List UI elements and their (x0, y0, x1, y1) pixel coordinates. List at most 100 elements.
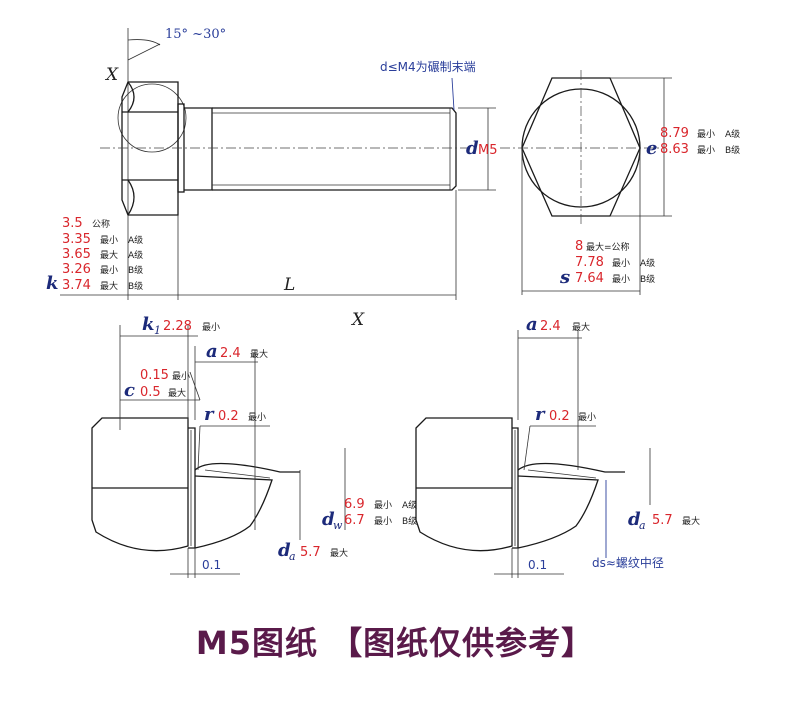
dw-grade-1: A级 (402, 499, 417, 511)
a-left-note: 最大 (250, 348, 268, 360)
head-arc-1 (127, 81, 135, 113)
shank-threaded (212, 107, 457, 191)
end-view: e 8.79 最小 A级 8.63 最小 B级 8 最大=公称 7.78 最小 … (500, 70, 740, 295)
detail-left-thread-line (204, 469, 271, 479)
detail-right: a 2.4 最大 r 0.2 最小 d a 5.7 最大 ds≈螺纹中径 0.1 (415, 314, 700, 578)
k1-note: 最小 (202, 322, 220, 333)
angle-arc (127, 39, 161, 46)
a-left-symbol: a (206, 341, 218, 362)
k1-symbol: k (142, 314, 154, 335)
detail-x-label: X (104, 65, 119, 85)
s-note-3: 最小 (612, 274, 630, 285)
detail-left-collar (188, 427, 196, 549)
k-symbol: k (46, 273, 58, 294)
c-note-1: 最小 (172, 371, 190, 382)
ds-note: ds≈螺纹中径 (592, 555, 664, 570)
shank-unthreaded (184, 107, 213, 191)
da-right-symbol: d (628, 509, 641, 530)
detail-right-head (415, 417, 513, 552)
gap-right-value: 0.1 (528, 558, 547, 572)
c-symbol: c (124, 380, 135, 401)
k-grade-5: B级 (128, 280, 143, 292)
s-value-2: 7.78 (575, 255, 604, 270)
caption: M5图纸 【图纸仅供参考】 (195, 624, 595, 662)
s-value-3: 7.64 (575, 271, 604, 286)
detail-right-thread-line (527, 469, 597, 479)
dw-subscript: w (333, 519, 343, 532)
da-left-symbol: d (278, 540, 291, 561)
da-right-subscript: a (639, 519, 646, 532)
detail-right-fillet (517, 462, 625, 473)
c-value-1: 0.15 (140, 368, 169, 383)
k-note-2: 最小 (100, 235, 118, 246)
r-right-value: 0.2 (549, 409, 570, 424)
k-note-3: 最大 (100, 249, 118, 261)
s-grade-2: A级 (640, 257, 655, 269)
bolt-head (121, 81, 179, 216)
d-value: M5 (478, 143, 498, 158)
dw-note-1: 最小 (374, 500, 392, 511)
k-value-4: 3.26 (62, 262, 91, 277)
da-left-subscript: a (289, 550, 296, 563)
k1-subscript: 1 (154, 324, 161, 337)
s-grade-3: B级 (640, 273, 655, 285)
k-note-5: 最大 (100, 280, 118, 292)
detail-left: k 1 2.28 最小 a 2.4 最大 0.15 最小 c 0.5 最大 r … (91, 314, 417, 578)
detail-left-head (91, 417, 189, 552)
s-note-1: 最大=公称 (586, 241, 630, 253)
detail-left-shank-break (194, 475, 273, 549)
e-grade-1: A级 (725, 128, 740, 140)
s-value-1: 8 (575, 239, 583, 254)
detail-right-shank-break (517, 475, 599, 549)
d-symbol: d (466, 138, 479, 159)
e-symbol: e (646, 138, 657, 159)
dw-symbol: d (322, 509, 335, 530)
s-symbol: s (559, 267, 570, 288)
r-right-note: 最小 (578, 412, 596, 423)
k-value-1: 3.5 (62, 216, 83, 231)
r-left-symbol: r (204, 404, 215, 425)
k-note-1: 公称 (92, 218, 110, 230)
head-arc-2 (127, 179, 135, 216)
e-note-2: 最小 (697, 145, 715, 156)
k1-value: 2.28 (163, 319, 192, 334)
s-note-2: 最小 (612, 258, 630, 269)
dw-value-1: 6.9 (344, 497, 365, 512)
r-left-value: 0.2 (218, 409, 239, 424)
dw-note-2: 最小 (374, 516, 392, 527)
k-grade-3: A级 (128, 249, 143, 261)
k-note-4: 最小 (100, 265, 118, 276)
thread-end-leader (451, 77, 455, 111)
detail-circle (117, 83, 187, 153)
r-right-symbol: r (535, 404, 546, 425)
a-left-value: 2.4 (220, 346, 241, 361)
c-note-2: 最大 (168, 387, 186, 399)
e-value-2: 8.63 (660, 142, 689, 157)
da-right-note: 最大 (682, 515, 700, 527)
c-leader (189, 371, 201, 401)
dw-value-2: 6.7 (344, 513, 365, 528)
k-value-2: 3.35 (62, 232, 91, 247)
detail-left-fillet (194, 462, 300, 473)
k-grade-2: A级 (128, 234, 143, 246)
da-right-value: 5.7 (652, 513, 673, 528)
L-label: L (283, 275, 295, 295)
dw-grade-2: B级 (402, 515, 417, 527)
side-view: 15° ~30° X d≤M4为碾制末端 d M5 L 3.5 公称 (46, 27, 498, 330)
a-right-value: 2.4 (540, 319, 561, 334)
angle-label: 15° ~30° (165, 27, 226, 42)
e-note-1: 最小 (697, 129, 715, 140)
r-left-leader-v (197, 425, 201, 471)
a-right-symbol: a (526, 314, 538, 335)
e-value-1: 8.79 (660, 126, 689, 141)
k-grade-4: B级 (128, 264, 143, 276)
thread-end-note: d≤M4为碾制末端 (380, 60, 476, 74)
e-grade-2: B级 (725, 144, 740, 156)
r-left-note: 最小 (248, 412, 266, 423)
detail-right-collar (512, 427, 519, 549)
gap-left-value: 0.1 (202, 558, 221, 572)
angle-leader (127, 43, 161, 61)
k-value-3: 3.65 (62, 247, 91, 262)
r-right-leader-v (523, 425, 531, 471)
